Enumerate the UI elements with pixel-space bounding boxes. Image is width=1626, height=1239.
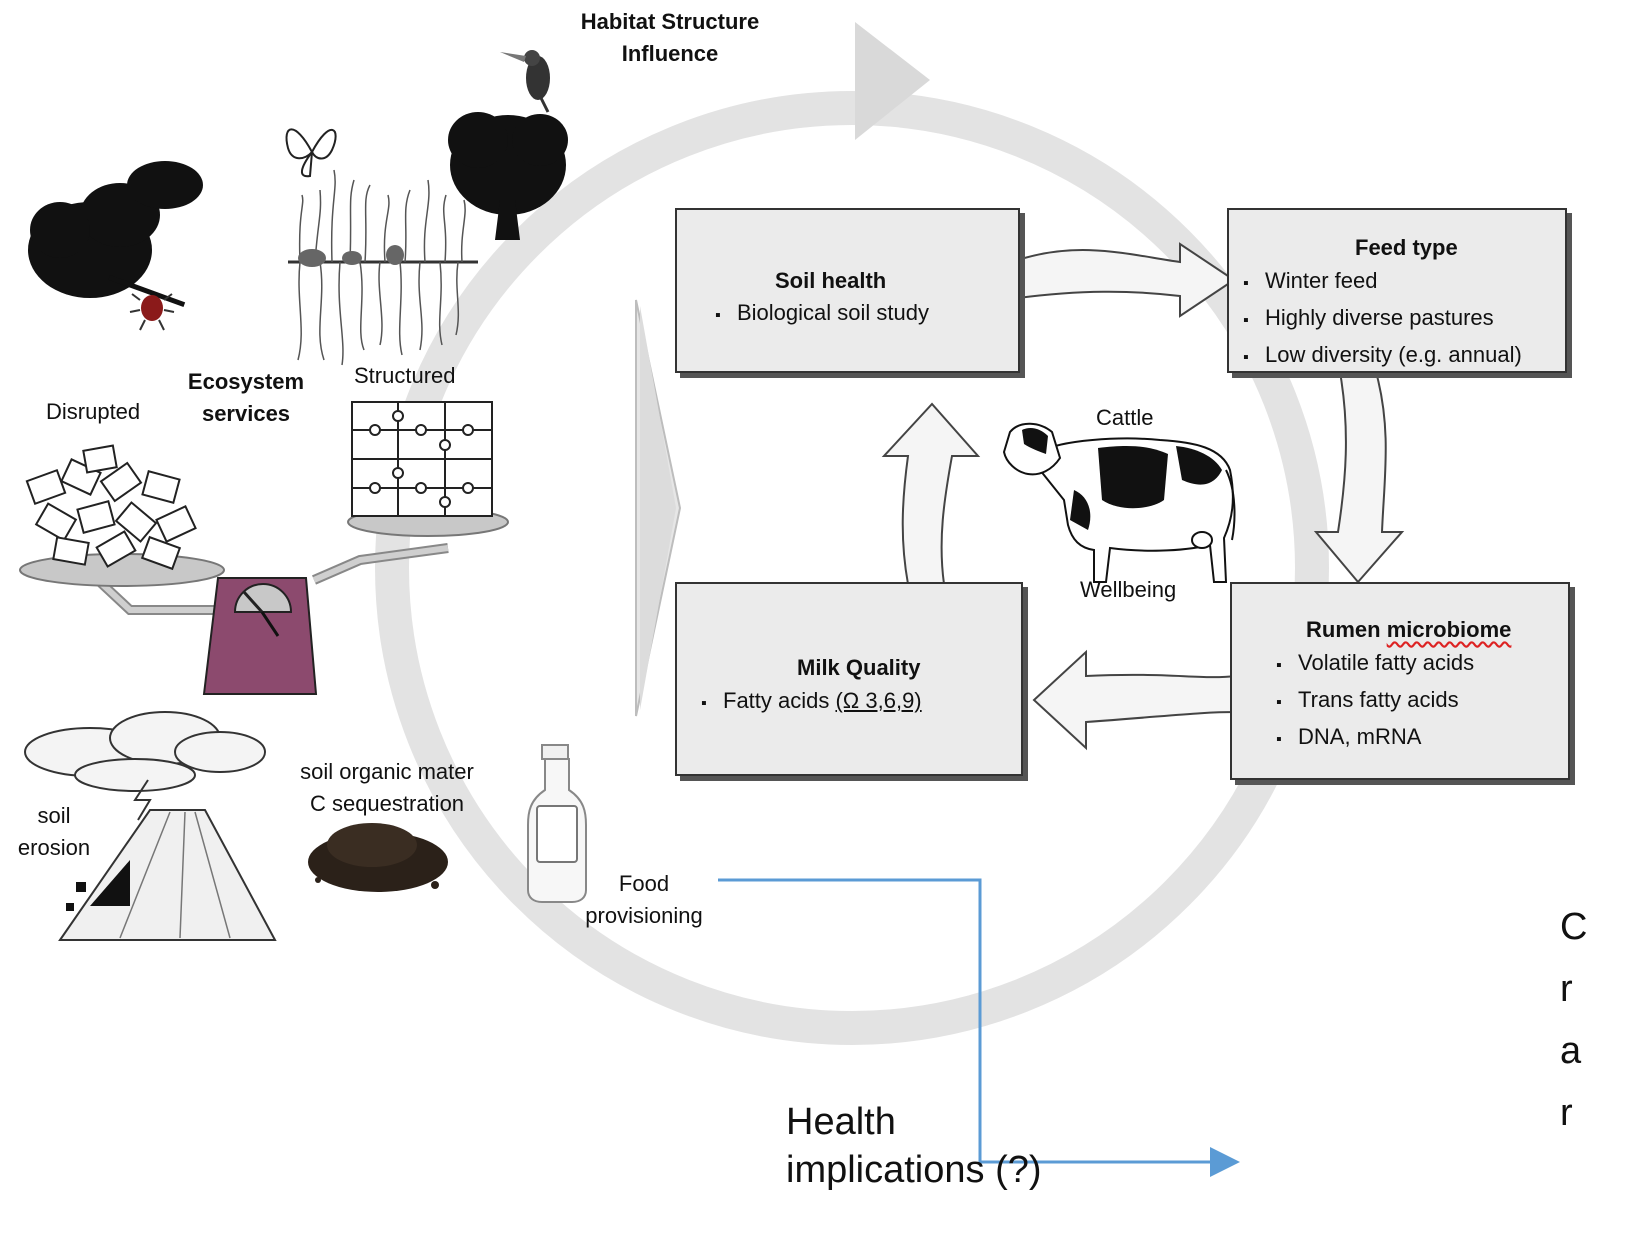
ecosystem-services-label: Ecosystem services — [187, 369, 305, 426]
soil-erosion-label: soil erosion — [17, 803, 91, 860]
milk-quality-item: Fatty acids (Ω 3,6,9) — [701, 684, 1021, 721]
milk-bottle-icon — [527, 744, 587, 903]
rumen-microbiome-title: Rumen microbiome — [1306, 617, 1512, 642]
soil-organic-matter-label: soil organic mater C sequestration — [300, 759, 474, 816]
soil-pile-illustration — [308, 823, 448, 892]
feed-type-item: Winter feed — [1243, 264, 1565, 301]
rumen-item: DNA, mRNA — [1276, 720, 1568, 757]
cattle-label: Cattle — [1096, 405, 1154, 430]
feed-type-item: Low diversity (e.g. annual) — [1243, 338, 1565, 375]
health-implications-label: Health implications (?) — [786, 1101, 1042, 1191]
wellbeing-label: Wellbeing — [1080, 577, 1177, 602]
soil-health-title: Soil health — [775, 268, 887, 293]
cycle-arrowhead — [855, 22, 930, 140]
rumen-item: Trans fatty acids — [1276, 683, 1568, 720]
balance-scale-illustration — [19, 401, 509, 695]
volcano-erosion-illustration — [24, 711, 277, 941]
rumen-microbiome-box: Rumen microbiome Volatile fatty acids Tr… — [1230, 582, 1570, 780]
milk-to-soil-arrow — [881, 402, 981, 585]
milk-quality-box: Milk Quality Fatty acids (Ω 3,6,9) — [675, 582, 1023, 776]
soil-to-feed-arrow — [1017, 242, 1236, 318]
habitat-illustration — [28, 50, 568, 366]
disrupted-label: Disrupted — [46, 399, 141, 424]
cycle-ring — [375, 91, 1329, 1045]
cycle-title: Habitat Structure Influence — [580, 9, 760, 66]
rumen-to-milk-arrow — [1032, 649, 1237, 751]
cut-off-text: C r a r — [1560, 906, 1588, 1134]
toucan-icon — [500, 50, 550, 113]
rumen-item: Volatile fatty acids — [1276, 646, 1568, 683]
food-provisioning-label: Food provisioning — [585, 871, 703, 928]
soil-health-item: Biological soil study — [715, 296, 1018, 333]
milk-quality-title: Milk Quality — [797, 655, 921, 680]
feed-type-item: Highly diverse pastures — [1243, 301, 1565, 338]
tick-icon — [129, 293, 175, 331]
feed-to-rumen-arrow — [1313, 371, 1405, 584]
structured-label: Structured — [354, 363, 456, 388]
food-to-health-connector — [718, 878, 1240, 1177]
feed-type-title: Feed type — [1355, 235, 1458, 260]
cow-icon — [1002, 422, 1236, 583]
right-chevron — [635, 299, 682, 717]
feed-type-box: Feed type Winter feed Highly diverse pas… — [1227, 208, 1567, 373]
soil-health-box: Soil health Biological soil study — [675, 208, 1020, 373]
butterfly-icon — [285, 128, 337, 178]
